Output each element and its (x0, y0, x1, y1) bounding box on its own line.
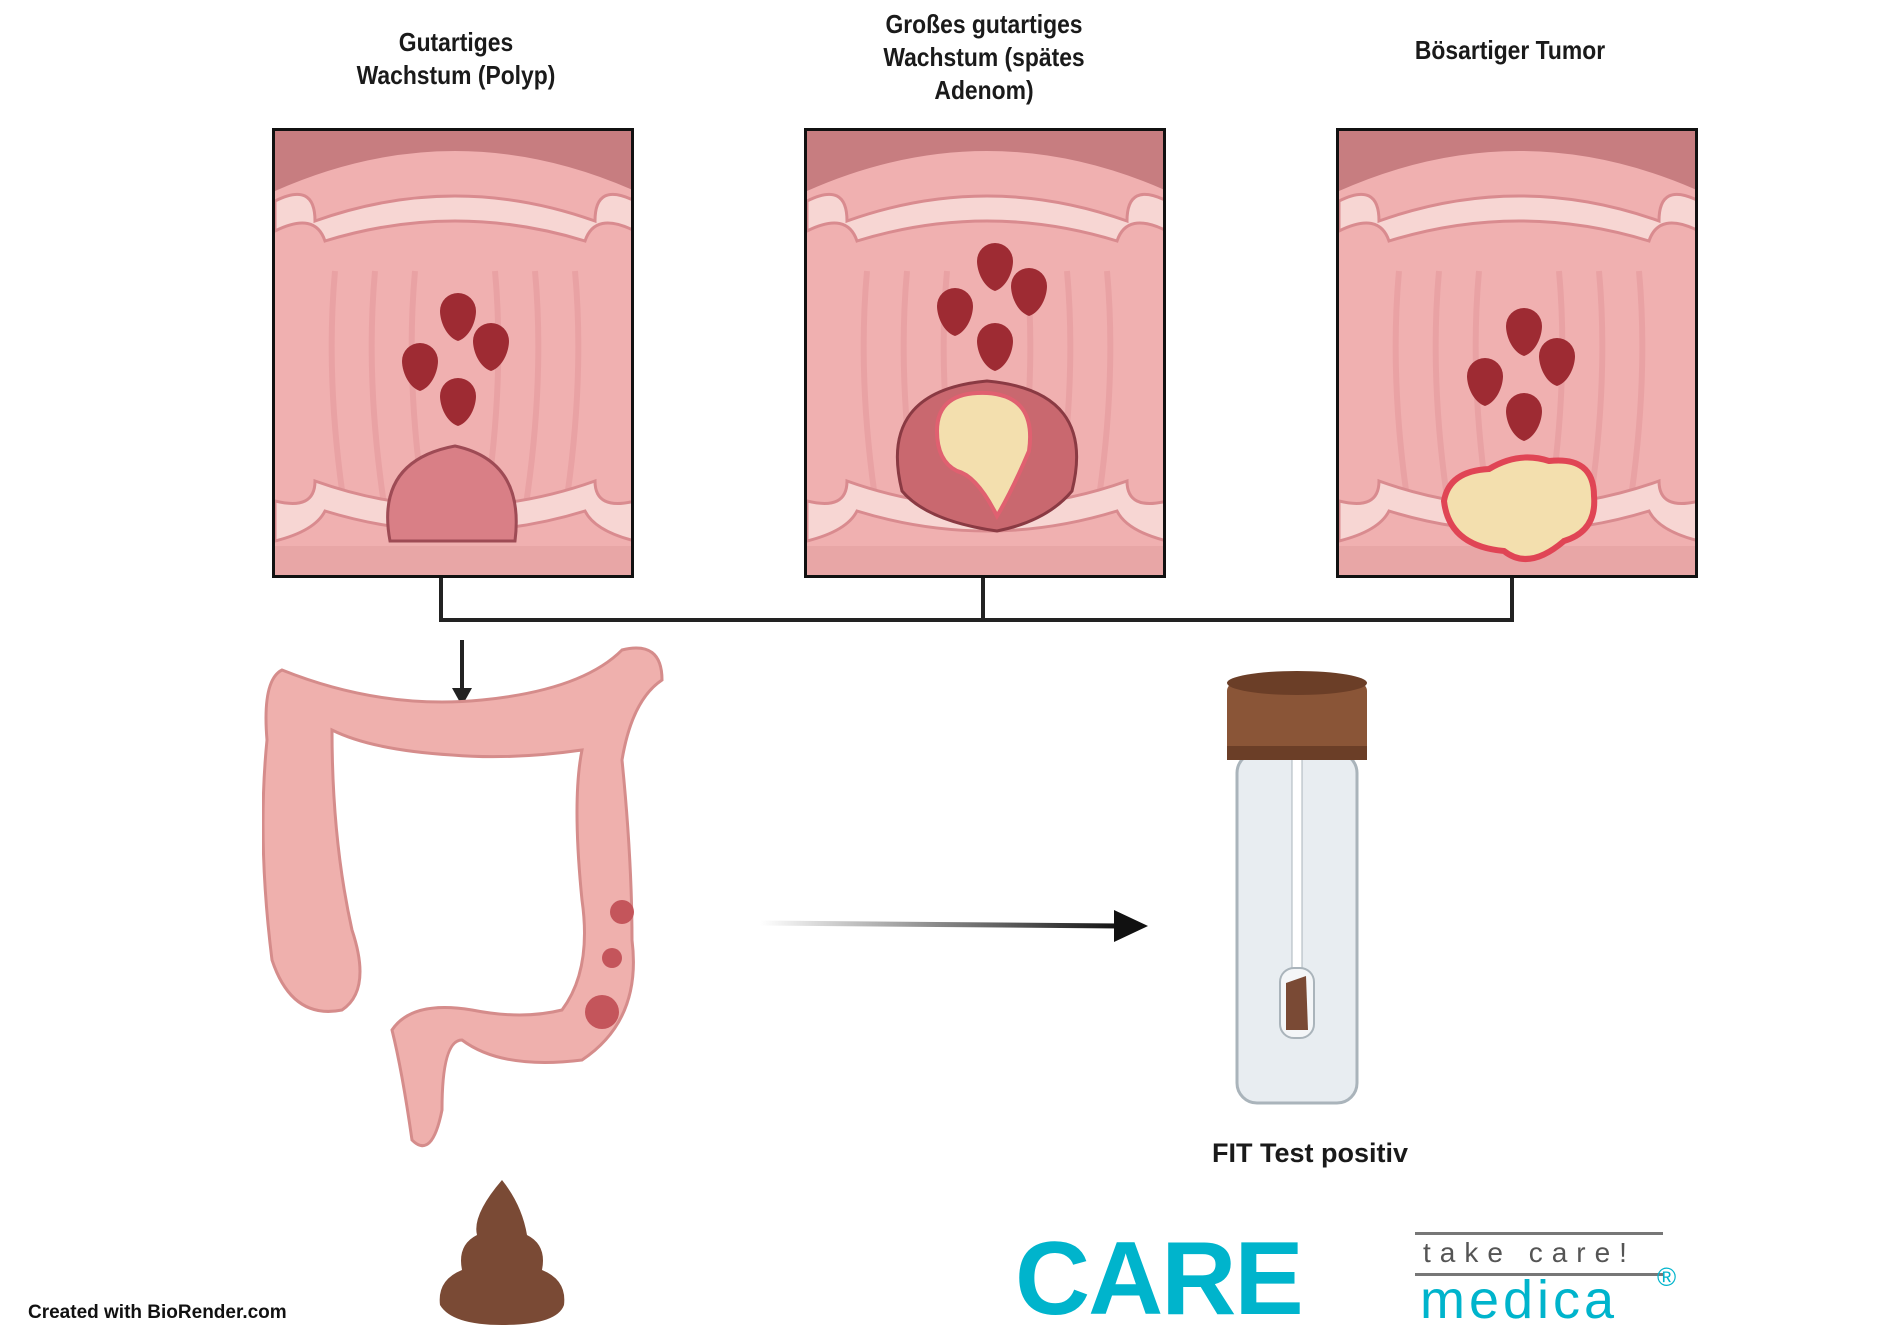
logo-sub: medica (1420, 1270, 1619, 1330)
colon-illustration (262, 646, 664, 1148)
care-medica-logo: CARE take care! medica ® (1015, 1221, 1685, 1337)
stage-1-title: Gutartiges Wachstum (Polyp) (324, 26, 588, 92)
stage-3-title: Bösartiger Tumor (1378, 34, 1642, 67)
title-line: Wachstum (Polyp) (356, 60, 556, 90)
biorender-credit: Created with BioRender.com (28, 1302, 287, 1323)
title-line: Adenom) (934, 75, 1034, 105)
panel-late-adenoma (804, 128, 1166, 578)
fit-test-tube (1227, 671, 1367, 1105)
arrow-head-icon (1114, 910, 1148, 942)
panel-benign-polyp (272, 128, 634, 578)
down-arrow-icon (452, 688, 472, 706)
stool-icon (439, 1180, 565, 1325)
logo-brand: CARE (1015, 1221, 1304, 1337)
title-line: Gutartiges (398, 27, 514, 57)
right-arrow (759, 920, 1121, 929)
registered-mark: ® (1657, 1262, 1677, 1292)
panel-malignant-tumor (1336, 128, 1698, 578)
logo-tagline: take care! (1423, 1237, 1636, 1268)
polyp-illustration (275, 131, 634, 578)
stage-2-title: Großes gutartiges Wachstum (spätes Adeno… (852, 8, 1116, 107)
adenoma-illustration (807, 131, 1166, 578)
title-line: Bösartiger Tumor (1414, 35, 1606, 65)
title-line: Großes gutartiges (885, 9, 1083, 39)
fit-test-label: FIT Test positiv (1211, 1138, 1408, 1168)
title-line: Wachstum (spätes (883, 42, 1085, 72)
tumor-illustration (1339, 131, 1698, 578)
